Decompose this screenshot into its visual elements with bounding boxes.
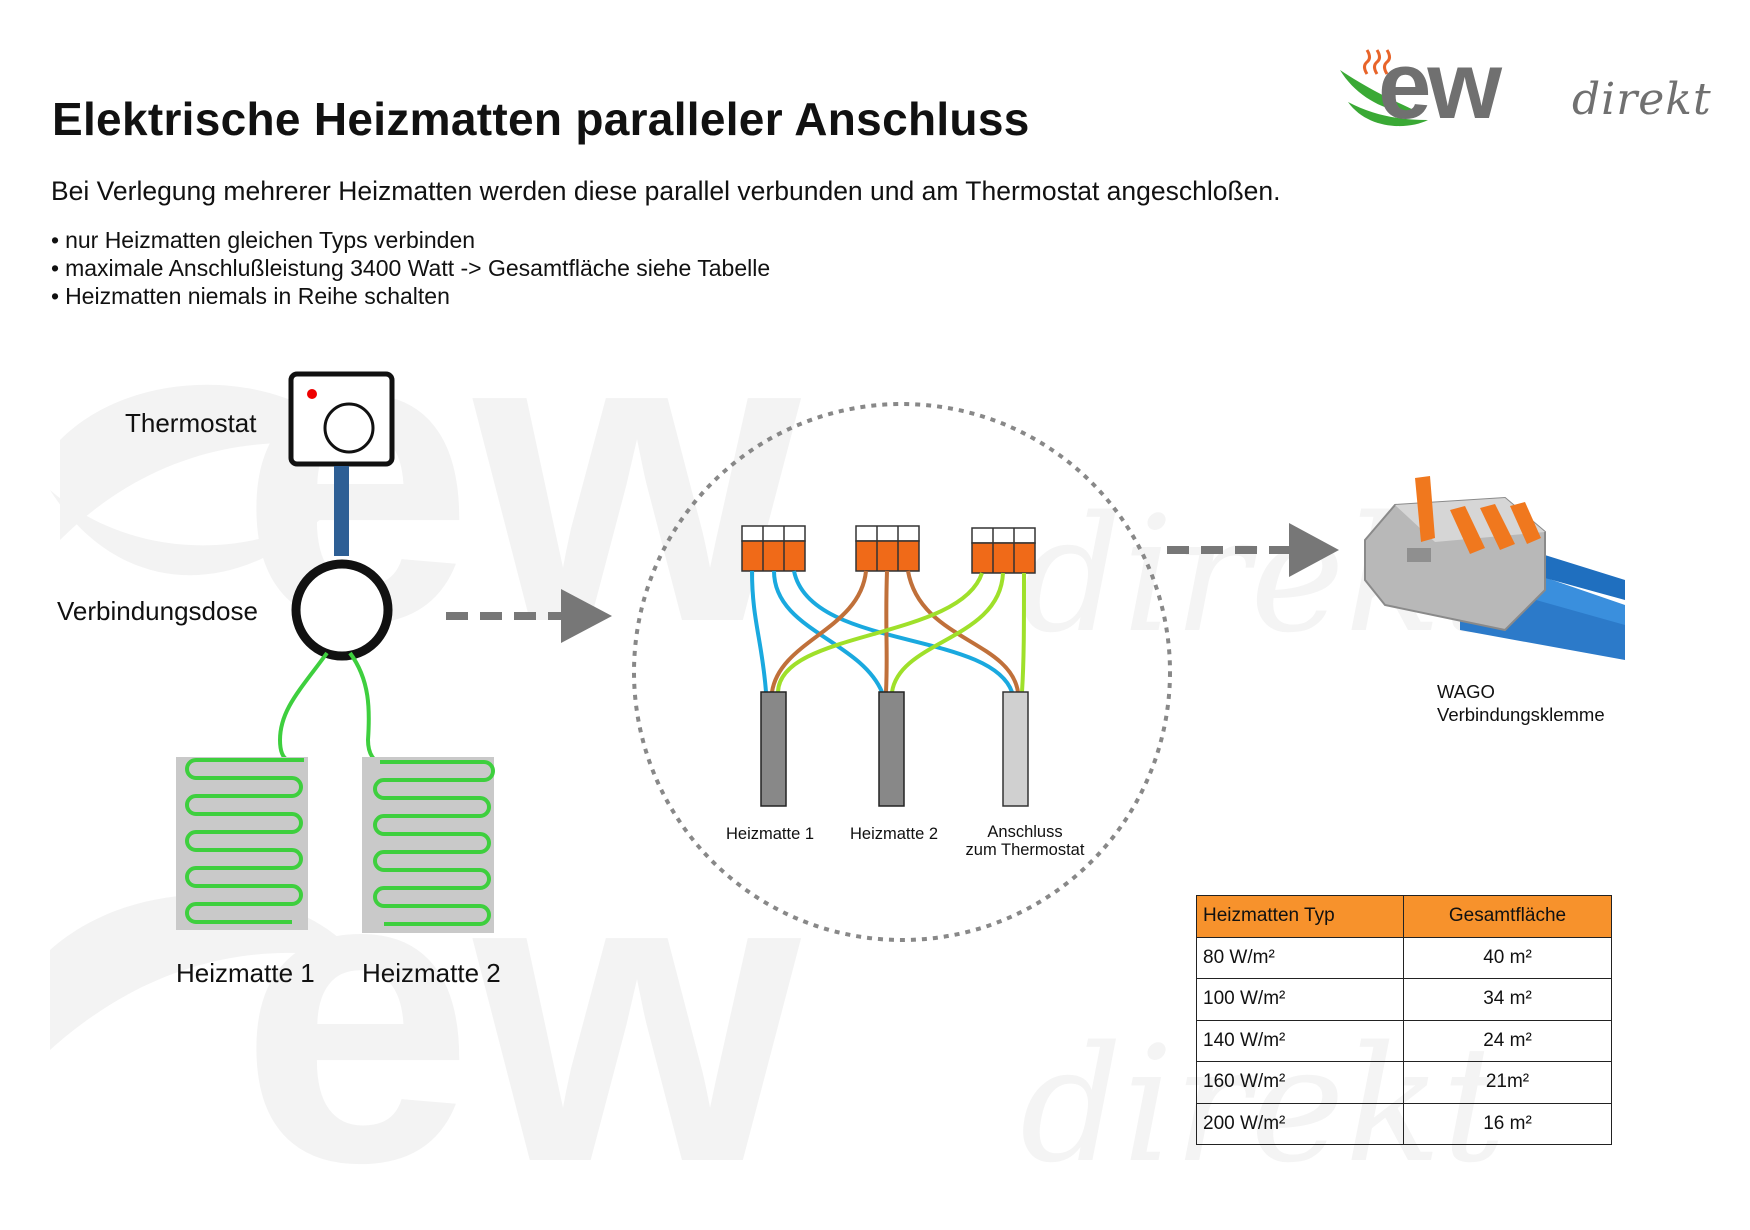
detail-arrow-icon <box>446 589 612 643</box>
detail-diagram <box>632 402 1172 942</box>
rule-item: Heizmatten niemals in Reihe schalten <box>51 282 770 310</box>
intro-text: Bei Verlegung mehrerer Heizmatten werden… <box>51 176 1281 206</box>
thermostat-cable-end <box>1002 691 1029 807</box>
connector-brown-icon <box>855 525 920 572</box>
connector-blue-icon <box>741 525 806 572</box>
table-cell: 40 m² <box>1403 936 1612 979</box>
mat2-cable <box>878 691 905 807</box>
detail-mat1-label: Heizmatte 1 <box>726 825 815 843</box>
detail-thermostat-label: Anschluss zum Thermostat <box>965 823 1085 859</box>
table-header-row: Heizmatten Typ Gesamtfläche <box>1196 895 1612 938</box>
power-area-table: Heizmatten Typ Gesamtfläche 80 W/m² 40 m… <box>1196 895 1612 1145</box>
thermostat-label: Thermostat <box>125 408 257 438</box>
svg-text:ew: ew <box>1378 40 1502 130</box>
wires <box>750 570 1026 693</box>
table-cell: 140 W/m² <box>1196 1019 1404 1062</box>
rule-item: nur Heizmatten gleichen Typs verbinden <box>51 226 770 254</box>
wago-clamp-icon <box>1364 476 1625 660</box>
thermostat-icon <box>288 371 395 467</box>
detail-mat2-label: Heizmatte 2 <box>850 825 939 843</box>
logo-mark-icon: ew <box>1340 40 1506 130</box>
rules-list: nur Heizmatten gleichen Typs verbinden m… <box>51 226 770 310</box>
table-row: 160 W/m² 21m² <box>1196 1061 1612 1104</box>
page-title: Elektrische Heizmatten paralleler Anschl… <box>52 93 1030 145</box>
table-cell: 16 m² <box>1403 1102 1612 1145</box>
junction-box-icon <box>291 559 393 661</box>
mat1-lead <box>277 651 329 764</box>
column-header: Heizmatten Typ <box>1196 895 1404 938</box>
heating-mat-1-label: Heizmatte 1 <box>176 958 315 988</box>
rule-item: maximale Anschlußleistung 3400 Watt -> G… <box>51 254 770 282</box>
table-cell: 80 W/m² <box>1196 936 1404 979</box>
heating-mat-2-icon <box>362 757 495 933</box>
wago-label: WAGO Verbindungsklemme <box>1437 681 1605 725</box>
table-cell: 100 W/m² <box>1196 978 1404 1021</box>
table-row: 80 W/m² 40 m² <box>1196 936 1612 979</box>
connector-green-yellow-icon <box>971 527 1036 574</box>
table-cell: 34 m² <box>1403 978 1612 1021</box>
table-row: 140 W/m² 24 m² <box>1196 1019 1612 1062</box>
table-row: 100 W/m² 34 m² <box>1196 978 1612 1021</box>
thermostat-cable <box>334 466 349 556</box>
mat2-lead <box>348 651 381 764</box>
table-cell: 21m² <box>1403 1061 1612 1104</box>
ewdirekt-logo: ew direkt <box>1338 40 1711 130</box>
table-cell: 24 m² <box>1403 1019 1612 1062</box>
heating-mat-1-icon <box>176 757 308 930</box>
mat1-cable <box>760 691 787 807</box>
junction-box-label: Verbindungsdose <box>57 596 258 626</box>
column-header: Gesamtfläche <box>1403 895 1612 938</box>
detail-circle <box>632 402 1172 942</box>
svg-text:ew: ew <box>240 781 802 1200</box>
heating-mat-2-label: Heizmatte 2 <box>362 958 501 988</box>
logo-suffix: direkt <box>1572 74 1712 125</box>
table-row: 200 W/m² 16 m² <box>1196 1102 1612 1145</box>
table-cell: 200 W/m² <box>1196 1102 1404 1145</box>
wago-arrow-icon <box>1167 523 1339 577</box>
overview-diagram <box>176 371 612 933</box>
table-cell: 160 W/m² <box>1196 1061 1404 1104</box>
